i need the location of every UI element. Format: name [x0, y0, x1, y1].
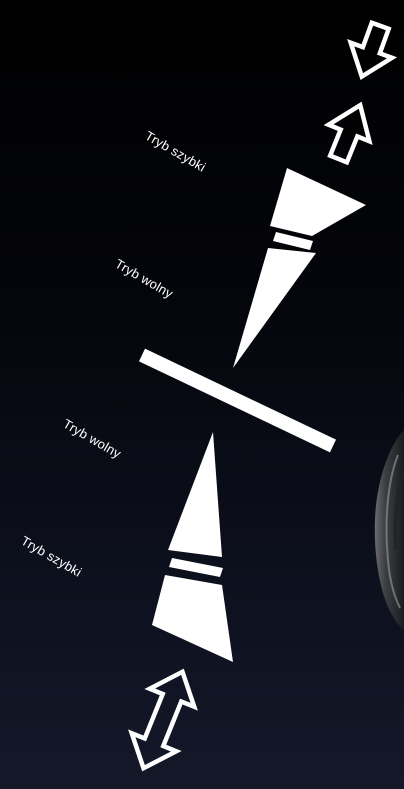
down-arrow-outline-icon: [341, 18, 401, 84]
mode-divider-bar: [142, 355, 333, 446]
upper-speed-cone: [233, 168, 366, 368]
double-arrow-outline-icon: [121, 663, 204, 777]
lower-speed-cone: [152, 432, 233, 662]
device-edge: [375, 430, 404, 630]
up-arrow-outline-icon: [318, 97, 381, 167]
